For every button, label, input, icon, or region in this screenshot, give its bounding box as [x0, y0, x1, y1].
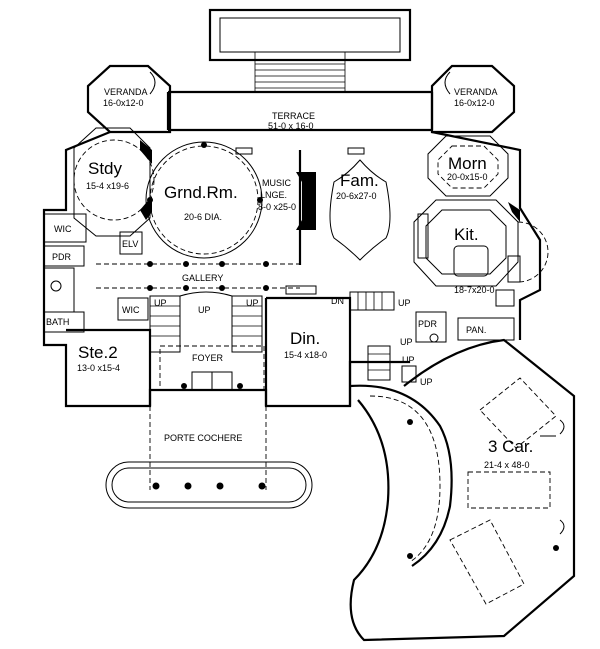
study-label: Stdy — [88, 159, 123, 178]
gallery-label: GALLERY — [182, 273, 223, 283]
veranda-right-dims: 16-0x12-0 — [454, 98, 495, 108]
music-lounge-label-1: MUSIC — [262, 178, 292, 188]
study: Stdy 15-4 x19-6 — [73, 127, 155, 237]
music-lounge: MUSIC LNGE. 8-0 x25-0 — [235, 147, 365, 265]
up-label-1: UP — [154, 298, 167, 308]
up-label-6: UP — [402, 355, 415, 365]
terrace-label: TERRACE — [272, 111, 315, 121]
family-dims: 20-6x27-0 — [336, 191, 377, 201]
garage: 3 Car. 21-4 x 48-0 — [349, 338, 576, 642]
pan-label: PAN. — [466, 325, 486, 335]
pdr-left-label: PDR — [52, 252, 72, 262]
morning-room: Morn 20-0x15-0 — [427, 135, 509, 197]
up-label-3: UP — [246, 298, 259, 308]
up-label-7: UP — [420, 377, 433, 387]
music-lounge-dims: 8-0 x25-0 — [258, 202, 296, 212]
kitchen-label: Kit. — [454, 225, 479, 244]
foyer: FOYER — [159, 345, 265, 391]
morning-dims: 20-0x15-0 — [447, 172, 488, 182]
study-dims: 15-4 x19-6 — [86, 181, 129, 191]
garage-dims: 21-4 x 48-0 — [484, 460, 530, 470]
terrace-dims: 51-0 x 16-0 — [268, 121, 314, 131]
foyer-label: FOYER — [192, 353, 224, 363]
suite2-label: Ste.2 — [78, 343, 118, 362]
wic-top-label: WIC — [54, 224, 72, 234]
dining: Din. 15-4 x18-0 — [264, 296, 352, 406]
grand-room-label: Grnd.Rm. — [164, 183, 238, 202]
center-stair: DN UP — [285, 285, 411, 311]
veranda-left-label: VERANDA — [104, 87, 148, 97]
terrace: TERRACE 51-0 x 16-0 — [166, 90, 434, 131]
dn-label: DN — [331, 296, 344, 306]
bath-label: BATH — [46, 317, 69, 327]
gallery: GALLERY — [96, 261, 300, 291]
dining-label: Din. — [290, 329, 320, 348]
foyer-stairs: UP UP UP — [149, 291, 263, 353]
house-outline — [42, 128, 542, 408]
up-label-5: UP — [400, 337, 413, 347]
wic-bottom-label: WIC — [122, 305, 140, 315]
left-service-wing: WIC ELV PDR WIC BATH — [43, 213, 149, 333]
kitchen: Kit. 18-7x20-0 — [413, 199, 549, 307]
family-room: Fam. 20-6x27-0 — [329, 159, 429, 261]
music-lounge-label-2: LNGE. — [260, 190, 287, 200]
kitchen-dims: 18-7x20-0 — [454, 285, 495, 295]
up-label-2: UP — [198, 305, 211, 315]
porte-cochere-label: PORTE COCHERE — [164, 433, 242, 443]
garage-label: 3 Car. — [488, 437, 533, 456]
veranda-right: VERANDA 16-0x12-0 — [430, 64, 516, 134]
elv-label: ELV — [122, 239, 138, 249]
up-label-4: UP — [398, 298, 411, 308]
suite2-dims: 13-0 x15-4 — [77, 363, 120, 373]
suite-2: Ste.2 13-0 x15-4 — [66, 328, 152, 406]
terrace-stairs — [208, 8, 412, 92]
family-label: Fam. — [340, 171, 379, 190]
veranda-right-label: VERANDA — [454, 87, 498, 97]
veranda-left: VERANDA 16-0x12-0 — [86, 64, 172, 134]
grand-room: Grnd.Rm. 20-6 DIA. — [145, 141, 263, 259]
grand-room-dims: 20-6 DIA. — [184, 212, 222, 222]
right-service: PDR PAN. UP UP UP — [367, 311, 515, 387]
morning-label: Morn — [448, 154, 487, 173]
dining-dims: 15-4 x18-0 — [284, 350, 327, 360]
veranda-left-dims: 16-0x12-0 — [103, 98, 144, 108]
porte-cochere: PORTE COCHERE — [105, 406, 313, 509]
pdr-right-label: PDR — [418, 319, 438, 329]
